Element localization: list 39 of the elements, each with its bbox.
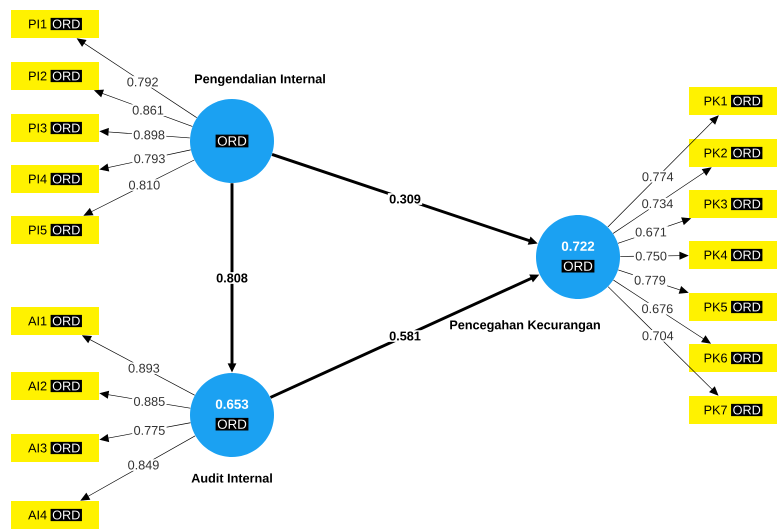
construct-label: Pengendalian Internal — [195, 74, 325, 86]
indicator-box: PK5 ORD — [689, 293, 777, 321]
indicator-box: PK7 ORD — [689, 396, 777, 424]
edge-label: 0.775 — [132, 424, 167, 436]
edge-label: 0.849 — [126, 459, 161, 471]
edge-label: 0.861 — [130, 104, 166, 116]
indicator-box: AI2 ORD — [11, 372, 99, 400]
edge-label: 0.893 — [126, 362, 162, 374]
edge-label: 0.898 — [132, 129, 166, 141]
indicator-box: PI5 ORD — [11, 216, 99, 244]
edge-label: 0.774 — [640, 170, 675, 183]
indicator-box: PI2 ORD — [11, 62, 99, 90]
indicator-box: PK4 ORD — [689, 241, 777, 269]
indicator-box: PK1 ORD — [689, 87, 777, 115]
edge-label: 0.810 — [127, 179, 162, 191]
edge-label: 0.671 — [634, 226, 668, 238]
edge-label: 0.309 — [388, 193, 422, 205]
indicator-box: AI1 ORD — [11, 307, 99, 335]
indicator-box: AI4 ORD — [11, 501, 99, 529]
arrow — [76, 38, 198, 118]
edge-label: 0.779 — [632, 274, 668, 286]
indicator-box: PI4 ORD — [11, 165, 99, 193]
indicator-box: AI3 ORD — [11, 434, 99, 462]
edge-label: 0.734 — [640, 198, 675, 210]
edge-label: 0.676 — [640, 302, 675, 315]
edge-label: 0.792 — [125, 76, 160, 88]
edge-label: 0.808 — [214, 272, 250, 284]
construct-label: Pencegahan Kecurangan — [450, 320, 600, 332]
edge-label: 0.704 — [640, 330, 675, 342]
edge-label: 0.885 — [132, 396, 167, 408]
edge-label: 0.750 — [634, 250, 668, 262]
indicator-box: PK3 ORD — [689, 190, 777, 218]
edge-label: 0.581 — [388, 330, 422, 342]
indicator-box: PK6 ORD — [689, 344, 777, 372]
indicator-box: PI1 ORD — [11, 10, 99, 38]
indicator-box: PK2 ORD — [689, 139, 777, 167]
edge-label: 0.793 — [132, 152, 167, 165]
construct-label: Audit Internal — [192, 473, 272, 483]
indicator-box: PI3 ORD — [11, 114, 99, 142]
